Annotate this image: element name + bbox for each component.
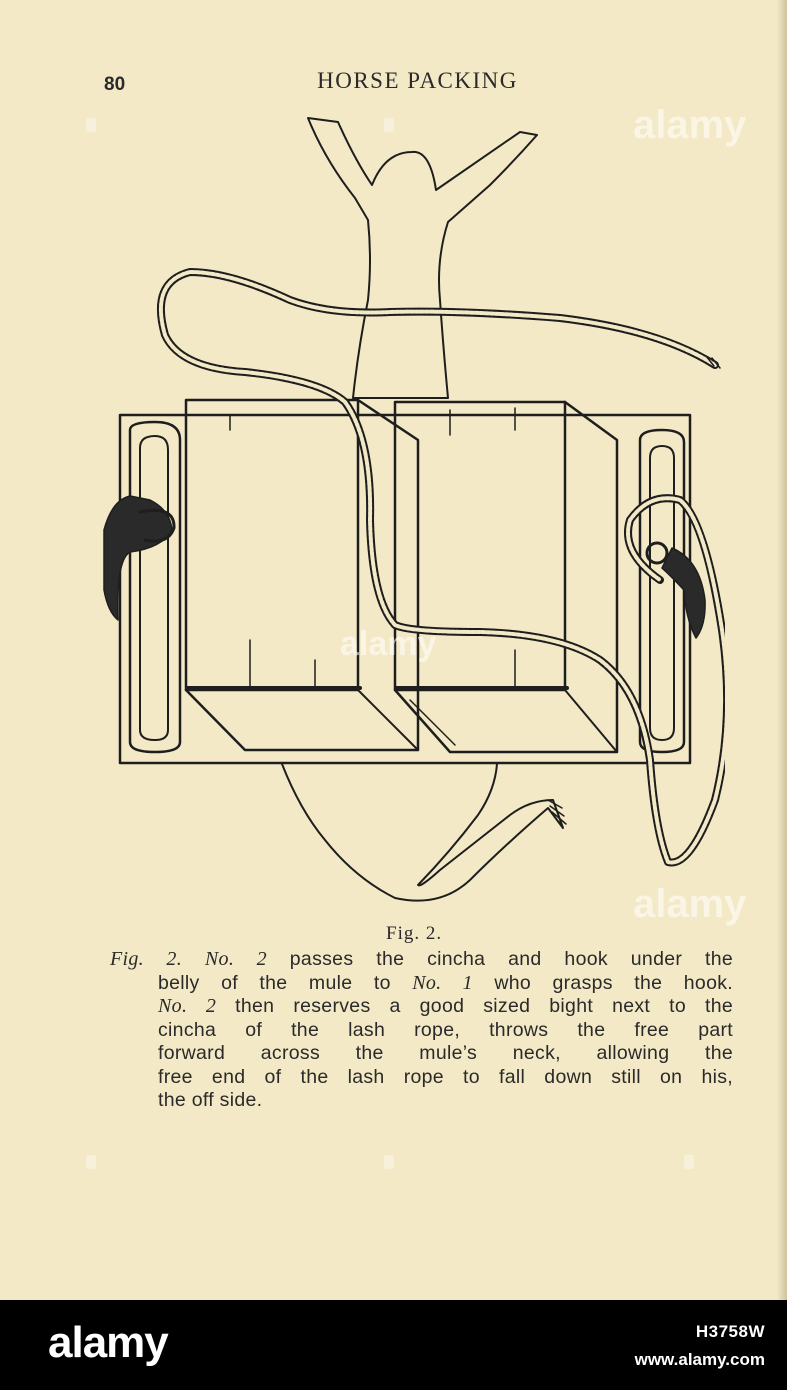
watermark-dot bbox=[86, 1155, 96, 1169]
caption-line-4: cincha of the lash rope, throws the free… bbox=[158, 1018, 733, 1041]
tail-tuft bbox=[547, 799, 567, 825]
watermark-dot bbox=[384, 118, 394, 132]
caption-line-7: the off side. bbox=[158, 1089, 263, 1111]
watermark-dot bbox=[684, 1155, 694, 1169]
watermark-center: alamy bbox=[340, 625, 437, 663]
stock-footer-bar: alamy H3758W www.alamy.com bbox=[0, 1300, 787, 1390]
mule-head-outline bbox=[307, 117, 538, 399]
pack-diagram-figure bbox=[103, 117, 725, 902]
right-cincha bbox=[661, 547, 706, 639]
figure-caption: Fig. 2. No. 2 passes the cincha and hook… bbox=[110, 948, 733, 1113]
page-edge-shadow bbox=[777, 0, 787, 1300]
mule-tail-outline bbox=[281, 763, 564, 902]
book-page: 80 HORSE PACKING bbox=[0, 0, 787, 1300]
lash-rope bbox=[156, 268, 725, 867]
stock-image-id: H3758W bbox=[695, 1322, 765, 1341]
caption-line-3: No. 2 then reserves a good sized bight n… bbox=[158, 995, 734, 1017]
caption-fig-ref: Fig. 2. bbox=[110, 948, 183, 970]
caption-line-2: belly of the mule to No. 1 who grasps th… bbox=[158, 971, 733, 994]
caption-ref-no1: No. 1 bbox=[412, 971, 473, 994]
caption-line-6: free end of the lash rope to fall down s… bbox=[158, 1065, 733, 1088]
left-pack-box bbox=[184, 398, 360, 692]
left-cinch-ring bbox=[128, 420, 182, 754]
stock-site-url: www.alamy.com bbox=[634, 1350, 765, 1369]
running-title: HORSE PACKING bbox=[317, 68, 518, 93]
watermark-dot bbox=[86, 118, 96, 132]
watermark-dot bbox=[384, 1155, 394, 1169]
right-cinch-ring bbox=[638, 428, 686, 754]
page-number: 80 bbox=[104, 74, 126, 95]
watermark-top: alamy bbox=[633, 103, 747, 147]
caption-ref-no2: No. 2 bbox=[204, 948, 267, 970]
left-cincha bbox=[103, 495, 173, 621]
caption-line-5: forward across the mule’s neck, allowing… bbox=[158, 1042, 733, 1064]
rope-end bbox=[705, 355, 721, 369]
watermark-bottom: alamy bbox=[633, 882, 747, 926]
running-head: 80 HORSE PACKING bbox=[0, 68, 787, 98]
caption-line-1: Fig. 2. No. 2 passes the cincha and hook… bbox=[110, 948, 734, 970]
caption-ref-no2-b: No. 2 bbox=[158, 995, 217, 1017]
stock-logo: alamy bbox=[48, 1318, 169, 1367]
figure-label: Fig. 2. bbox=[386, 923, 443, 944]
